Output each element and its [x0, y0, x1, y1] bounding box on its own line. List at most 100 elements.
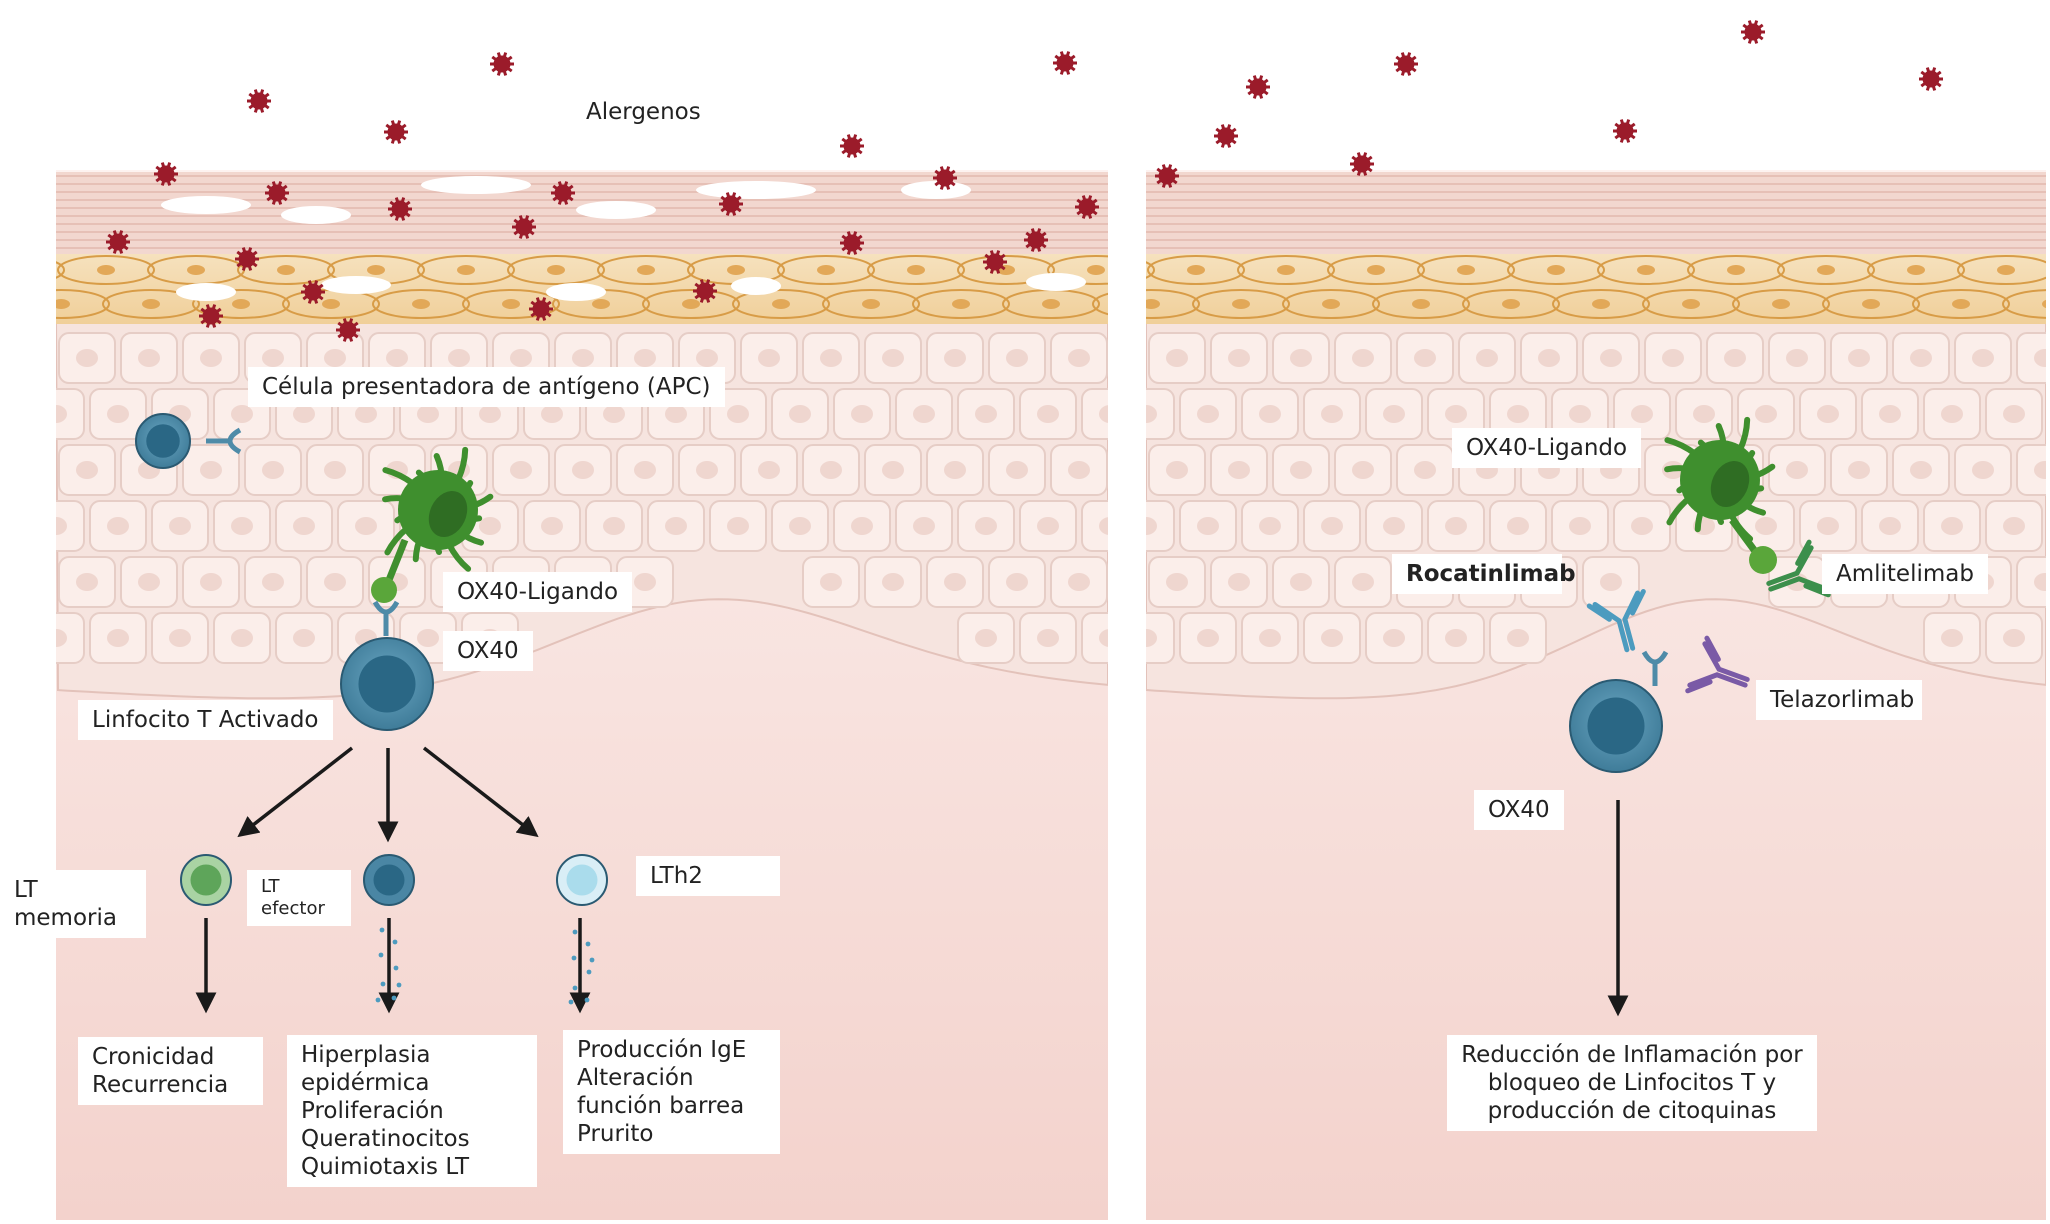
cells — [135, 413, 1831, 906]
outcome-effector-line: Proliferación — [301, 1098, 444, 1124]
outcome-effector-box: Hiperplasia epidérmica Proliferación Que… — [287, 1035, 537, 1187]
allergen — [719, 192, 743, 216]
barrier-gap — [176, 283, 236, 301]
allergen — [1155, 164, 1179, 188]
activated-t-label: Linfocito T Activado — [78, 700, 333, 740]
lth2-label: LTh2 — [636, 856, 780, 896]
allergen — [199, 304, 223, 328]
allergen — [490, 52, 514, 76]
allergen — [840, 231, 864, 255]
allergen — [247, 89, 271, 113]
allergen — [1350, 152, 1374, 176]
barrier-gap — [731, 277, 781, 295]
allergen — [529, 297, 553, 321]
allergen — [1741, 20, 1765, 44]
lt-memory-label: LT memoria — [0, 870, 146, 938]
allergen — [983, 250, 1007, 274]
granular-cells — [1146, 255, 2046, 319]
allergen — [106, 230, 130, 254]
allergen — [1053, 51, 1077, 75]
result-line: Reducción de Inflamación por — [1461, 1042, 1803, 1068]
ox40-receptor — [372, 600, 400, 636]
barrier-gap — [321, 276, 391, 294]
barrier-gap — [576, 201, 656, 219]
cytokine-dots — [375, 927, 595, 1005]
outcome-effector-line: Hiperplasia — [301, 1042, 431, 1068]
ox40-receptor — [1641, 650, 1669, 686]
allergen — [301, 280, 325, 304]
barrier-gap — [421, 176, 531, 194]
allergen — [1246, 75, 1270, 99]
ox40-ligand — [371, 577, 397, 603]
result-line: producción de citoquinas — [1487, 1098, 1777, 1124]
allergen — [1394, 52, 1418, 76]
ox40-ligand — [1749, 546, 1777, 574]
allergen — [840, 134, 864, 158]
outcome-th2-line: Producción IgE — [577, 1037, 747, 1063]
dendritic-cell — [1664, 416, 1776, 542]
effector-t-cell — [363, 854, 415, 906]
barrier-gap — [1026, 273, 1086, 291]
outcome-th2-box: Producción IgE Alteración función barrea… — [563, 1030, 780, 1154]
amlitelimab-label: Amlitelimab — [1822, 554, 1988, 594]
outcome-th2-line: Prurito — [577, 1121, 654, 1147]
allergens-label: Alergenos — [586, 99, 701, 125]
rocatinlimab-label: Rocatinlimab — [1392, 554, 1576, 594]
apc-receptor — [206, 427, 242, 455]
result-line: bloqueo de Linfocitos T y — [1487, 1070, 1777, 1096]
lt-effector-line: LT — [261, 876, 280, 897]
telazorlimab-antibody — [1685, 635, 1750, 694]
granular-layer — [1146, 252, 2046, 324]
dendritic-cell — [382, 446, 494, 572]
apc-label: Célula presentadora de antígeno (APC) — [248, 367, 725, 407]
allergen — [388, 197, 412, 221]
allergen — [933, 166, 957, 190]
cornified-lines — [1146, 175, 2046, 249]
allergen — [1214, 124, 1238, 148]
ox40-ligand-label-left: OX40-Ligando — [443, 572, 633, 612]
allergen — [265, 181, 289, 205]
allergen — [336, 318, 360, 342]
ox40-label-right: OX40 — [1474, 790, 1564, 830]
allergen — [693, 279, 717, 303]
telazorlimab-label: Telazorlimab — [1756, 680, 1922, 720]
allergen-particles — [106, 20, 1943, 342]
allergen — [1075, 195, 1099, 219]
allergen — [1613, 119, 1637, 143]
outcome-th2-line: Alteración — [577, 1065, 694, 1091]
arrows — [195, 746, 1629, 1017]
ox40-label-left: OX40 — [443, 631, 533, 671]
memory-t-cell — [180, 854, 232, 906]
lt-memory-line: LT — [14, 877, 38, 903]
lt-effector-line: efector — [261, 898, 325, 919]
rocatinlimab-antibody — [1586, 589, 1646, 653]
outcome-th2-line: función barrea — [577, 1093, 745, 1119]
allergen — [154, 162, 178, 186]
outcome-effector-line: Quimiotaxis LT — [301, 1154, 470, 1180]
allergen — [384, 120, 408, 144]
blocked-t-cell — [1569, 679, 1663, 773]
outcome-effector-line: epidérmica — [301, 1070, 430, 1096]
allergen — [551, 181, 575, 205]
arrow-to-memory — [237, 746, 354, 838]
apc-small-cell — [135, 413, 191, 469]
outcome-memory-box: Cronicidad Recurrencia — [78, 1037, 263, 1105]
outcome-memory-line: Cronicidad — [92, 1044, 215, 1070]
allergen — [1919, 67, 1943, 91]
allergen — [1024, 228, 1048, 252]
lt-memory-line: memoria — [14, 905, 117, 931]
lt-effector-label: LT efector — [247, 870, 351, 926]
activated-t-cell — [340, 637, 434, 731]
ox40-ligand-label-right: OX40-Ligando — [1452, 428, 1642, 468]
barrier-gap — [161, 196, 251, 214]
allergen — [235, 247, 259, 271]
arrow-to-th2 — [422, 746, 539, 838]
allergen — [512, 215, 536, 239]
outcome-memory-line: Recurrencia — [92, 1072, 229, 1098]
outcome-effector-line: Queratinocitos — [301, 1126, 470, 1152]
barrier-gap — [696, 181, 816, 199]
barrier-gap — [546, 283, 606, 301]
result-box: Reducción de Inflamación por bloqueo de … — [1447, 1035, 1817, 1131]
barrier-gap — [281, 206, 351, 224]
